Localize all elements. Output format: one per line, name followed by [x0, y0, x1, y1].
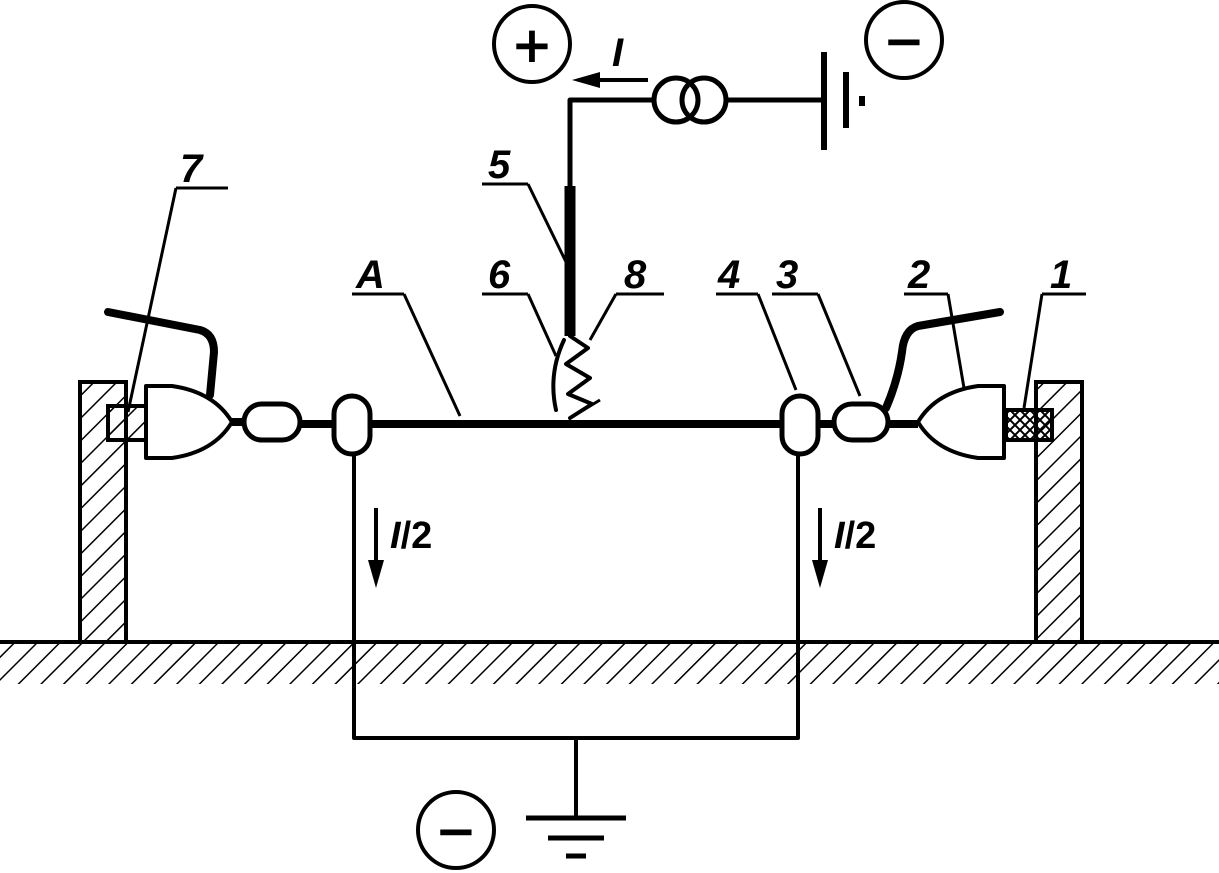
label-1: 1	[1050, 253, 1072, 297]
label-a: A	[355, 253, 385, 297]
minus-terminal-top-icon: −	[864, 0, 944, 80]
left-link	[241, 401, 303, 443]
label-6: 6	[488, 253, 511, 297]
left-half-current-label: I/2	[390, 515, 432, 557]
label-2: 2	[907, 253, 930, 297]
label-7: 7	[180, 147, 204, 191]
electrode-feed	[564, 97, 657, 336]
label-5: 5	[488, 143, 511, 187]
label-8: 8	[624, 253, 647, 297]
label-4: 4	[717, 253, 740, 297]
right-half-current-arrow	[812, 508, 828, 588]
right-link	[831, 401, 891, 443]
ground-surface	[0, 640, 1219, 684]
right-contact-clip	[779, 393, 821, 457]
right-clamp	[882, 308, 1006, 460]
return-circuit	[352, 452, 800, 816]
plus-terminal-icon: +	[492, 4, 572, 84]
ground-symbol	[526, 815, 626, 859]
label-3: 3	[776, 253, 798, 297]
minus-terminal-bottom-icon: −	[416, 790, 496, 870]
current-source-icon	[651, 75, 729, 125]
left-half-current-arrow	[368, 508, 384, 588]
svg-text:+: +	[511, 16, 553, 74]
leader-lines	[126, 182, 1086, 420]
svg-text:−: −	[435, 802, 477, 860]
right-half-current-label: I/2	[834, 515, 876, 557]
current-label: I	[612, 31, 624, 75]
battery-icon	[821, 52, 865, 150]
svg-text:−: −	[883, 12, 925, 70]
current-arrow	[572, 72, 648, 88]
left-contact-clip	[331, 393, 373, 457]
right-insulator-block	[1004, 408, 1054, 442]
arc-curve	[551, 338, 566, 412]
